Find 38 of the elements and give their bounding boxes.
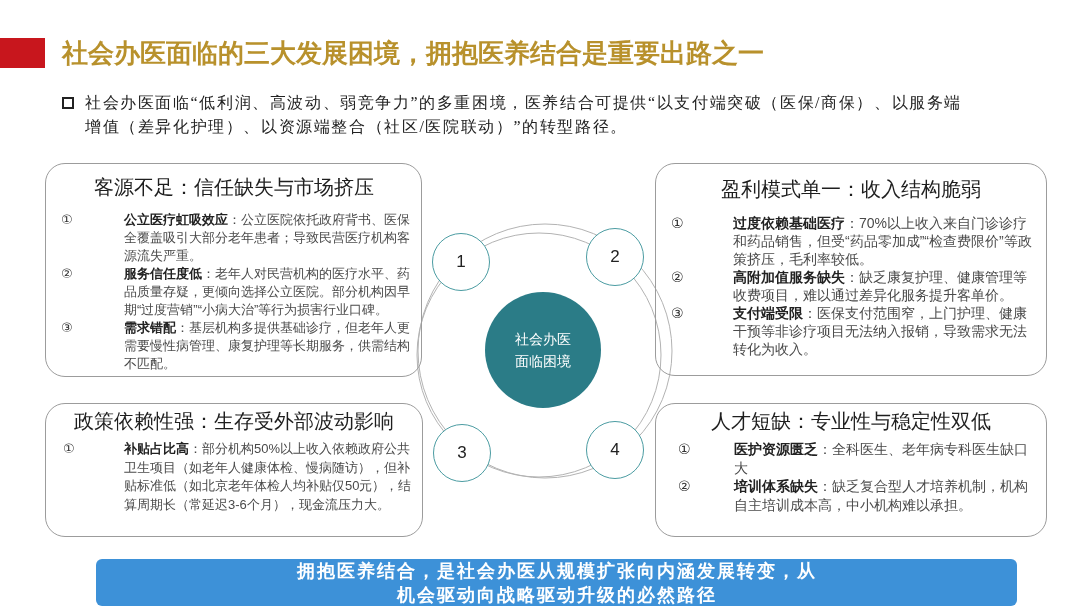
- item-number: ①: [678, 440, 691, 459]
- circle-number: 3: [457, 443, 467, 463]
- info-card: [655, 163, 1047, 376]
- number-circle: [432, 233, 490, 291]
- item-number: ①: [63, 440, 75, 458]
- card-heading: 人才短缺：专业性与稳定性双低: [711, 409, 991, 434]
- info-card: [45, 163, 422, 377]
- item-text: 培训体系缺失：缺乏复合型人才培养机制，机构自主培训成本高，中小机构难以承担。: [734, 477, 1029, 514]
- card-heading: 政策依赖性强：生存受外部波动影响: [74, 409, 394, 434]
- circle-number: 2: [610, 247, 620, 267]
- item-text: 补贴占比高：部分机构50%以上收入依赖政府公共卫生项目（如老年人健康体检、慢病随访），但补贴标准低（如北京老年体检人均补贴仅50元），结算周期长（常延迟3-6个月），现金流压力大。: [124, 440, 412, 514]
- card-heading: 盈利模式单一：收入结构脆弱: [721, 177, 981, 202]
- info-card: [655, 403, 1047, 537]
- circle-number: 4: [610, 440, 620, 460]
- item-text: 医护资源匮乏：全科医生、老年病专科医生缺口大: [734, 440, 1029, 477]
- card-heading: 客源不足：信任缺失与市场挤压: [93, 175, 374, 200]
- item-text: 需求错配：基层机构多提供基础诊疗，但老年人更需要慢性病管理、康复护理等长期服务，供需结构不匹配。: [124, 319, 411, 373]
- item-text: 公立医疗虹吸效应：公立医院依托政府背书、医保全覆盖吸引大部分老年患者；导致民营医疗机构客源流失严重。: [124, 211, 411, 265]
- item-number: ③: [671, 304, 684, 322]
- slide-title: 社会办医面临的三大发展困境，拥抱医养结合是重要出路之一: [62, 37, 764, 69]
- item-number: ①: [671, 214, 684, 232]
- item-text: 过度依赖基础医疗：70%以上收入来自门诊诊疗和药品销售，但受“药品零加成”“检查费限价”等政策挤压，毛利率较低。: [733, 214, 1033, 268]
- number-circle: [586, 421, 644, 479]
- item-number: ①: [61, 211, 73, 229]
- item-number: ③: [61, 319, 73, 337]
- banner-text: 拥抱医养结合，是社会办医从规模扩张向内涵发展转变，从机会驱动向战略驱动升级的必然路径: [296, 559, 817, 607]
- conclusion-banner: [96, 559, 1017, 606]
- item-text: 支付端受限：医保支付范围窄，上门护理、健康干预等非诊疗项目无法纳入报销，导致需求无法转化为收入。: [733, 304, 1028, 358]
- item-number: ②: [61, 265, 73, 283]
- item-number: ②: [678, 477, 691, 496]
- circle-number: 1: [456, 252, 466, 272]
- center-label: 社会办医面临困境: [514, 330, 572, 371]
- item-number: ②: [671, 268, 684, 286]
- intro-text: 社会办医面临“低利润、高波动、弱竞争力”的多重困境，医养结合可提供“以支付端突破（医保/商保）、以服务端增值（差异化护理）、以资源端整合（社区/医院联动）”的转型路径。: [85, 93, 963, 137]
- item-text: 服务信任度低：老年人对民营机构的医疗水平、药品质量存疑，更倾向选择公立医院。部分机构因早期“过度营销”“小病大治”等行为损害行业口碑。: [124, 265, 411, 319]
- info-card: [45, 403, 423, 537]
- item-text: 高附加值服务缺失：缺乏康复护理、健康管理等收费项目，难以通过差异化服务提升客单价。: [733, 268, 1028, 304]
- number-circle: [586, 228, 644, 286]
